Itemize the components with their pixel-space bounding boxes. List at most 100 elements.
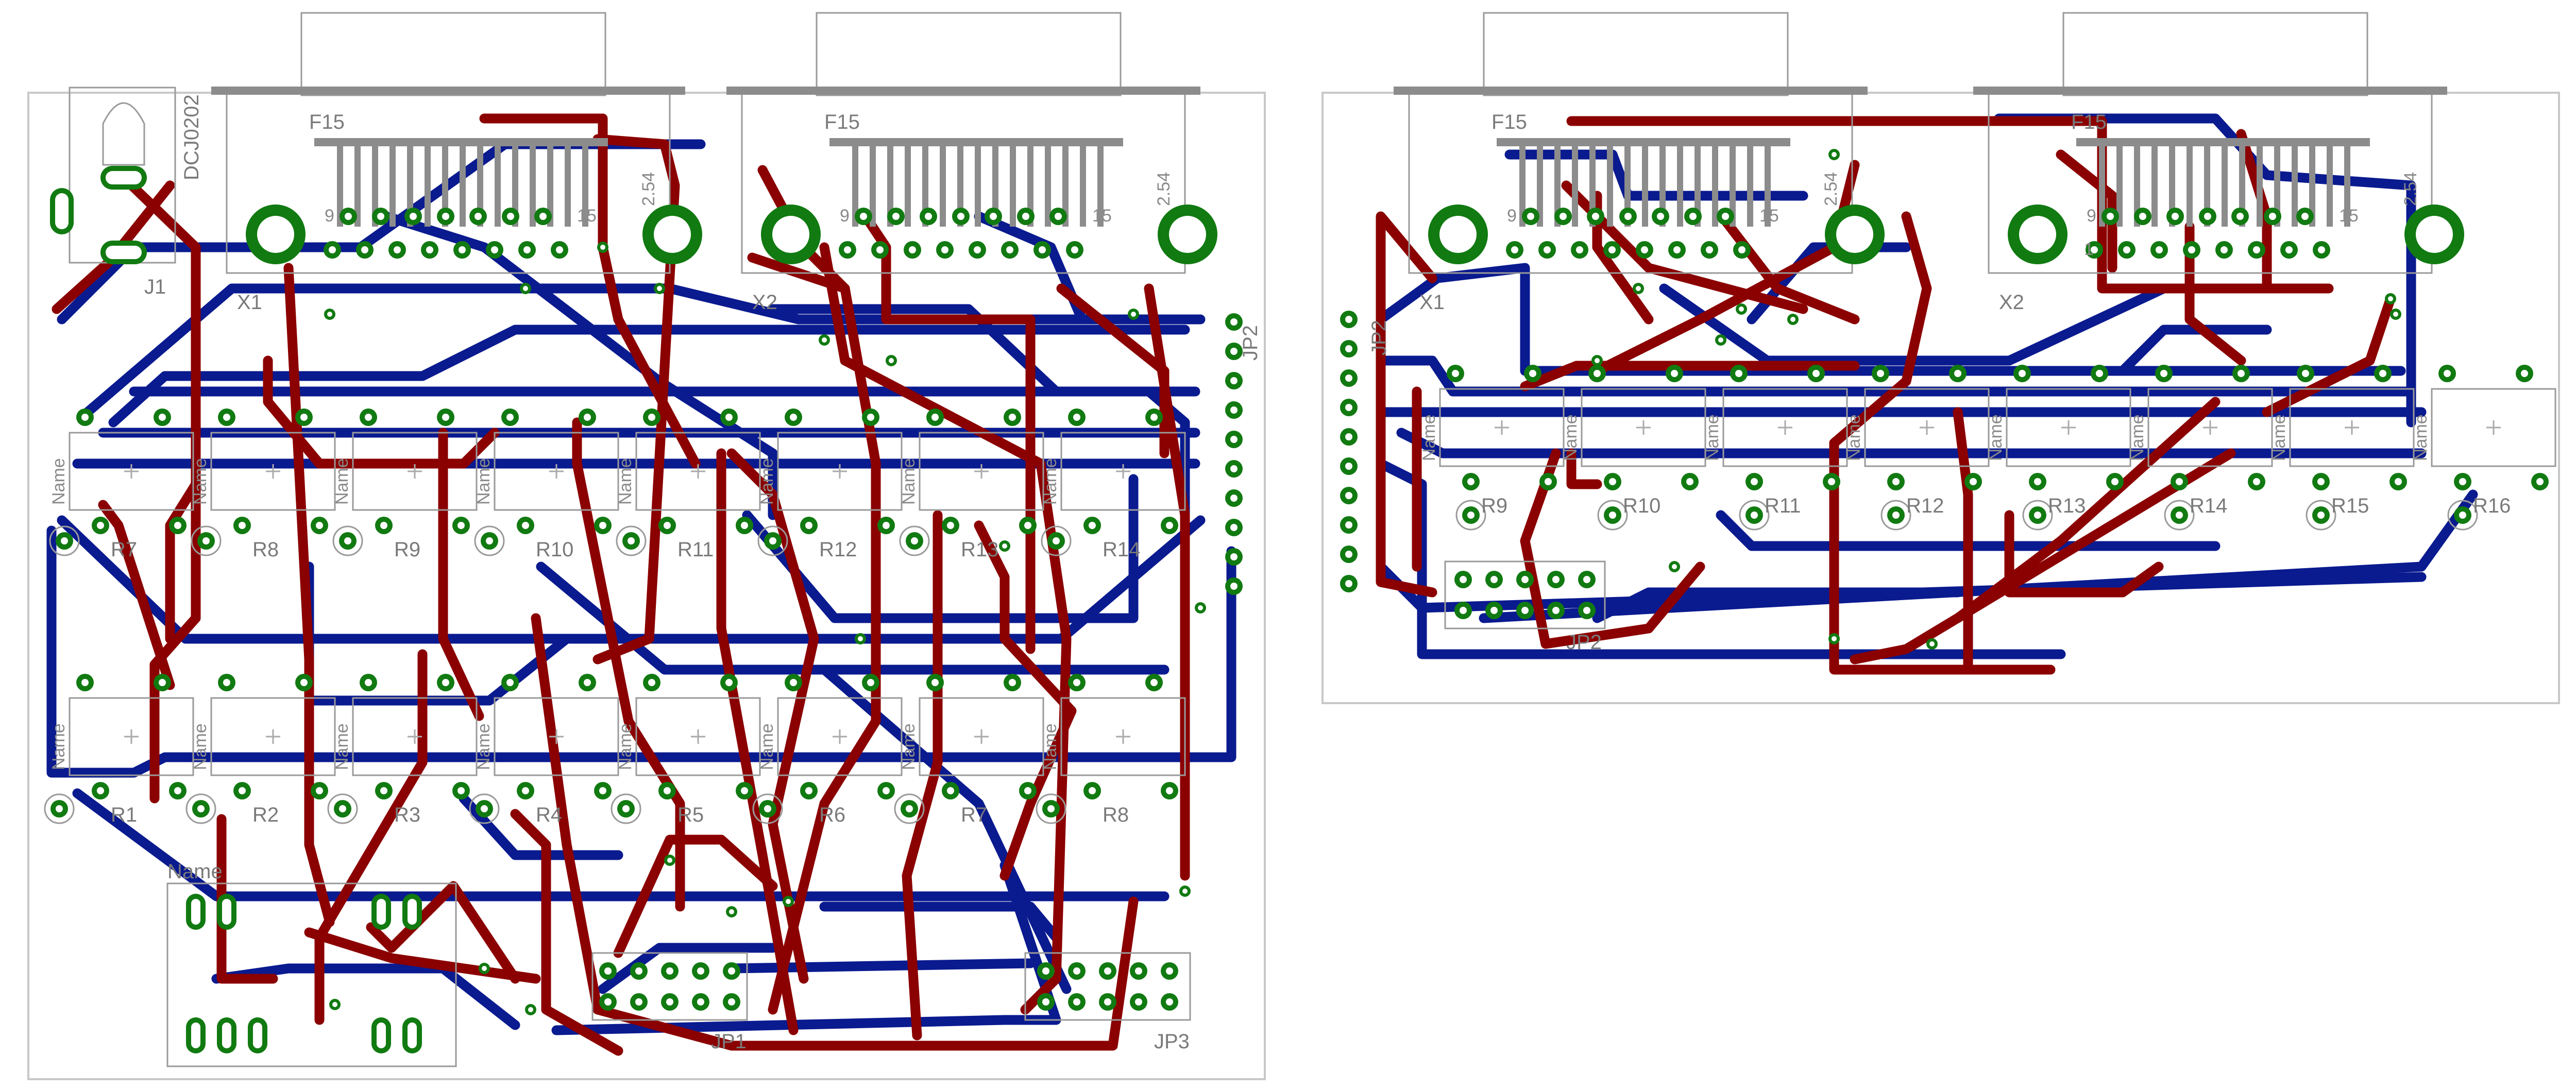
left-upper-package-2-package-label: Name <box>191 458 210 505</box>
left-jp2-header-pin-3-drill <box>1230 377 1238 384</box>
left-upper-package-7-pad-a-drill <box>931 414 939 421</box>
left-upper-package-4-pad-b-drill <box>584 414 591 421</box>
left-upper-package-4-package-label: Name <box>474 458 494 505</box>
right-package-2-outline <box>1581 388 1706 467</box>
right-via-9-drill <box>1790 317 1795 322</box>
left-x2-connector-shell <box>816 12 1122 96</box>
left-upper-package-2-pad-b-drill <box>300 414 308 421</box>
right-x1-connector-pad-bottom-3-drill <box>1592 213 1599 220</box>
right-mid-header-row-2-pin-5-drill <box>1583 607 1590 614</box>
left-x2-connector-pad-top-6-drill <box>1006 246 1013 253</box>
left-lower-package-5-outline <box>635 697 761 776</box>
left-via-13-drill <box>729 909 734 914</box>
left-x2-connector-pin-4 <box>905 144 911 227</box>
right-side-header-pin-9-drill <box>1345 551 1352 558</box>
left-upper-package-8-pad-a-drill <box>1073 414 1080 421</box>
left-x1-connector-pin-7 <box>442 144 448 227</box>
right-x1-connector-pin-1 <box>1519 144 1526 227</box>
right-x2-connector-pin-2 <box>2116 144 2123 227</box>
right-x2-connector-shell <box>2062 12 2368 96</box>
left-upper-package-3-ref: R9 <box>394 538 420 561</box>
left-x2-connector-pad-bottom-3-drill <box>925 213 932 220</box>
right-package-7-pad-c-drill <box>2317 478 2325 485</box>
right-x1-connector-pin-7 <box>1624 144 1631 227</box>
right-top-trace-9 <box>2056 149 2117 273</box>
left-x2-connector-pad-top-7-drill <box>1039 246 1046 253</box>
left-jp1-row-2-pin-2-drill <box>635 998 642 1006</box>
right-top-trace-18 <box>1953 397 2221 623</box>
right-trimmer-6-pad-drill <box>2176 512 2183 519</box>
left-x2-connector-pad-bottom-4-drill <box>957 213 964 220</box>
left-x1-connector-pad-bottom-1-drill <box>345 213 352 220</box>
left-lower-package-5-pad-c-drill <box>664 787 671 794</box>
right-x1-connector-pin-12 <box>1712 144 1718 227</box>
right-mid-header-ref: JP2 <box>1566 631 1602 654</box>
right-package-8-outline <box>2431 388 2556 467</box>
left-lower-package-6-pad-d-drill <box>883 787 890 794</box>
right-package-3-pad-c-drill <box>1751 478 1758 485</box>
left-upper-package-6-pad-b-drill <box>867 414 874 421</box>
right-x2-connector-pin-11 <box>2274 144 2280 227</box>
right-package-5-pad-a-drill <box>2019 370 2026 377</box>
left-x1-connector-pin-1 <box>337 144 343 227</box>
right-trimmer-7-pad-drill <box>2317 512 2325 519</box>
right-x1-connector-pad-bottom-4-drill <box>1624 213 1632 220</box>
left-lower-package-3-ref: R3 <box>394 804 420 826</box>
left-x2-connector-pin-12 <box>1045 144 1051 227</box>
right-trimmer-8-pad-drill <box>2459 512 2466 519</box>
left-via-9-drill <box>1002 543 1007 549</box>
right-x2-connector-pin-1 <box>2099 144 2105 227</box>
left-top-trace-14 <box>314 649 428 1025</box>
left-lower-trimmer-7-pad-drill <box>906 805 913 812</box>
right-x2-connector-pad-top-4-drill <box>2188 246 2195 253</box>
left-x2-connector-pin-14 <box>1080 144 1086 227</box>
right-x1-connector-shell <box>1483 12 1789 96</box>
left-jp3-row-1-pin-3-drill <box>1104 967 1111 975</box>
left-upper-package-4-pad-a-drill <box>506 414 514 421</box>
left-jp1-ref: JP1 <box>711 1030 747 1053</box>
right-x2-connector-pin-6 <box>2187 144 2193 227</box>
left-lower-package-3-package-label: Name <box>332 723 352 770</box>
right-x1-connector-pin-11 <box>1694 144 1701 227</box>
right-top-trace-19 <box>2262 294 2396 417</box>
right-x2-connector-pad-bottom-6-drill <box>2269 213 2276 220</box>
right-x2-connector-mount-hole-right-drill <box>2416 216 2453 253</box>
left-via-4-drill <box>657 286 662 291</box>
right-via-4-drill <box>1718 337 1723 343</box>
left-power-jack-pad-1-drill <box>106 171 142 184</box>
left-lower-package-1-pad-b-drill <box>159 679 166 686</box>
left-lower-package-1-package-label: Name <box>49 723 69 770</box>
left-lower-package-7-outline <box>919 697 1044 776</box>
left-regulator-cap-a-pad-1-drill <box>191 899 200 925</box>
right-x1-connector-pin-6 <box>1607 144 1613 227</box>
right-mid-header-outline <box>1444 560 1606 629</box>
left-upper-trimmer-1-ring <box>49 525 80 556</box>
right-trimmer-4-ring <box>1880 500 1911 531</box>
right-trimmer-1-ring <box>1455 500 1486 531</box>
right-x2-connector-pad-top-5-drill <box>2221 246 2228 253</box>
left-top-trace-12 <box>819 242 1072 1015</box>
right-side-header-pin-4-drill <box>1345 404 1352 411</box>
right-mid-header-row-2-pin-4-drill <box>1552 607 1560 614</box>
right-package-5-pad-b-drill <box>2096 370 2103 377</box>
left-via-15-drill <box>332 1002 337 1007</box>
left-x2-connector-pad-top-5-drill <box>974 246 981 253</box>
left-jp3-row-1-pin-2-drill <box>1073 967 1080 975</box>
left-lower-package-4-pad-b-drill <box>584 679 591 686</box>
left-top-trace-26 <box>726 448 819 984</box>
right-package-7-pad-d-drill <box>2395 478 2402 485</box>
right-x2-connector-pin-7 <box>2204 144 2210 227</box>
right-package-8-pad-a-drill <box>2444 370 2451 377</box>
right-via-5-drill <box>1832 636 1837 641</box>
right-x1-connector-pin-13 <box>1730 144 1736 227</box>
right-via-8-drill <box>2393 312 2398 317</box>
right-top-trace-1 <box>1376 211 1437 598</box>
right-side-header-pin-6-drill <box>1345 463 1352 470</box>
left-bottom-trace-19 <box>974 211 1087 325</box>
left-lower-package-4-pad-a-drill <box>506 679 514 686</box>
left-x2-connector-mount-hole-right-drill <box>1169 216 1206 253</box>
right-package-1-outline <box>1439 388 1565 467</box>
left-upper-package-8-pad-d-drill <box>1166 522 1173 529</box>
left-x1-connector-pad-bottom-4-drill <box>442 213 449 220</box>
left-upper-package-8-outline <box>1060 432 1186 511</box>
